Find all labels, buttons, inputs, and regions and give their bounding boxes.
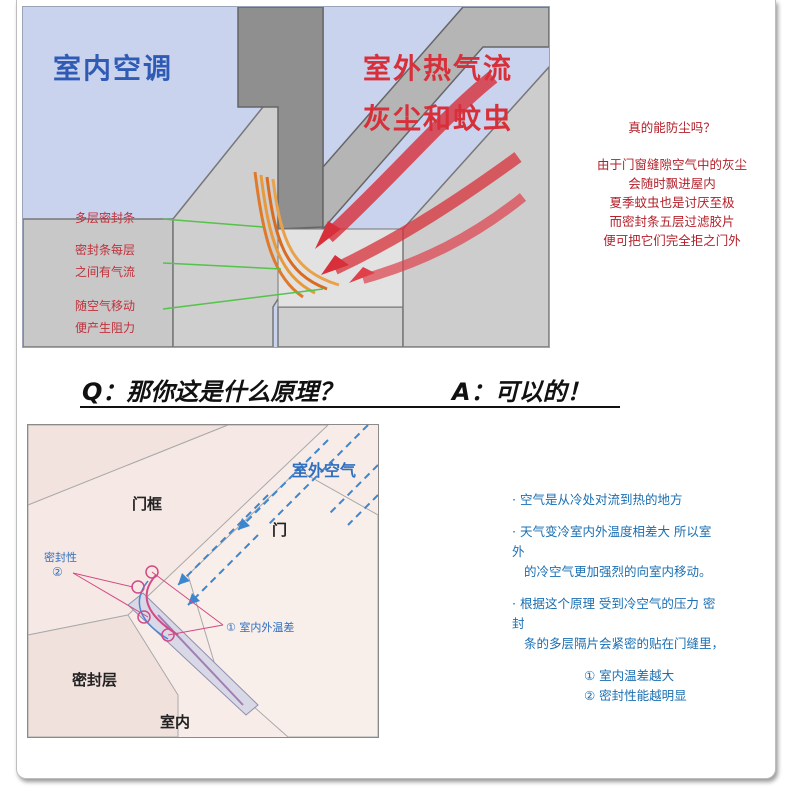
principle-note: · 空气是从冷处对流到热的地方 · 天气变冷室内外温度相差大 所以室 外 的冷空… (512, 490, 752, 706)
indoor-ac-title: 室内空调 (53, 52, 174, 85)
bottom-diagram: 室外空气 门框 门 密封性 ② ① 室内外温差 密封层 室内 (27, 424, 379, 738)
label-resistance-line1: 随空气移动 (75, 299, 136, 313)
temp-diff-label: ① 室内外温差 (226, 621, 295, 634)
dustproof-line: 会随时飘进屋内 (628, 176, 716, 191)
dustproof-line: 而密封条五层过滤胶片 (609, 214, 735, 229)
seal-number: ② (52, 565, 63, 579)
principle-point-2c: 的冷空气更加强烈的向室内移动。 (524, 564, 712, 579)
principle-point-3a: · 根据这个原理 受到冷空气的压力 密 (512, 596, 716, 611)
dustproof-question: 真的能防尘吗？ (628, 120, 716, 135)
outdoor-air-label: 室外空气 (292, 461, 357, 480)
qa-question: Q：那你这是什么原理？ (82, 378, 343, 406)
label-airflow-line1: 密封条每层 (75, 243, 136, 257)
principle-point-2a: · 天气变冷室内外温度相差大 所以室 (512, 524, 712, 539)
outdoor-heat-title: 室外热气流 (363, 52, 514, 85)
dustproof-line: 便可把它们完全拒之门外 (603, 233, 741, 248)
result-2: ② 密封性能越明显 (584, 688, 687, 703)
indoor-label: 室内 (160, 713, 191, 731)
seal-layer-label: 密封层 (72, 671, 118, 689)
dust-insects-title: 灰尘和蚊虫 (363, 102, 514, 135)
principle-point-2b: 外 (512, 544, 525, 559)
seal-label: 密封性 (44, 551, 77, 564)
dustproof-line: 由于门窗缝隙空气中的灰尘 (596, 157, 747, 172)
qa-underline (80, 406, 620, 408)
door-frame-label: 门框 (132, 495, 163, 513)
qa-answer: A：可以的！ (452, 378, 591, 406)
top-diagram-art (23, 7, 549, 347)
top-diagram: 室内空调 室外热气流 灰尘和蚊虫 多层密封条 密封条每层 之间有气流 随空气移动… (22, 6, 550, 348)
label-airflow-line2: 之间有气流 (75, 265, 136, 279)
bottom-diagram-art (28, 425, 378, 737)
door-label: 门 (272, 521, 288, 539)
result-1: ① 室内温差越大 (584, 668, 675, 683)
principle-point-3b: 封 (512, 616, 525, 631)
dustproof-note: 真的能防尘吗？ 由于门窗缝隙空气中的灰尘 会随时飘进屋内 夏季蚊虫也是讨厌至极 … (572, 118, 772, 250)
dustproof-line: 夏季蚊虫也是讨厌至极 (609, 195, 735, 210)
label-multilayer-seal: 多层密封条 (75, 211, 136, 225)
principle-point-1: · 空气是从冷处对流到热的地方 (512, 492, 683, 507)
label-resistance-line2: 便产生阻力 (75, 321, 136, 335)
principle-point-3c: 条的多层隔片会紧密的贴在门缝里， (524, 636, 725, 651)
